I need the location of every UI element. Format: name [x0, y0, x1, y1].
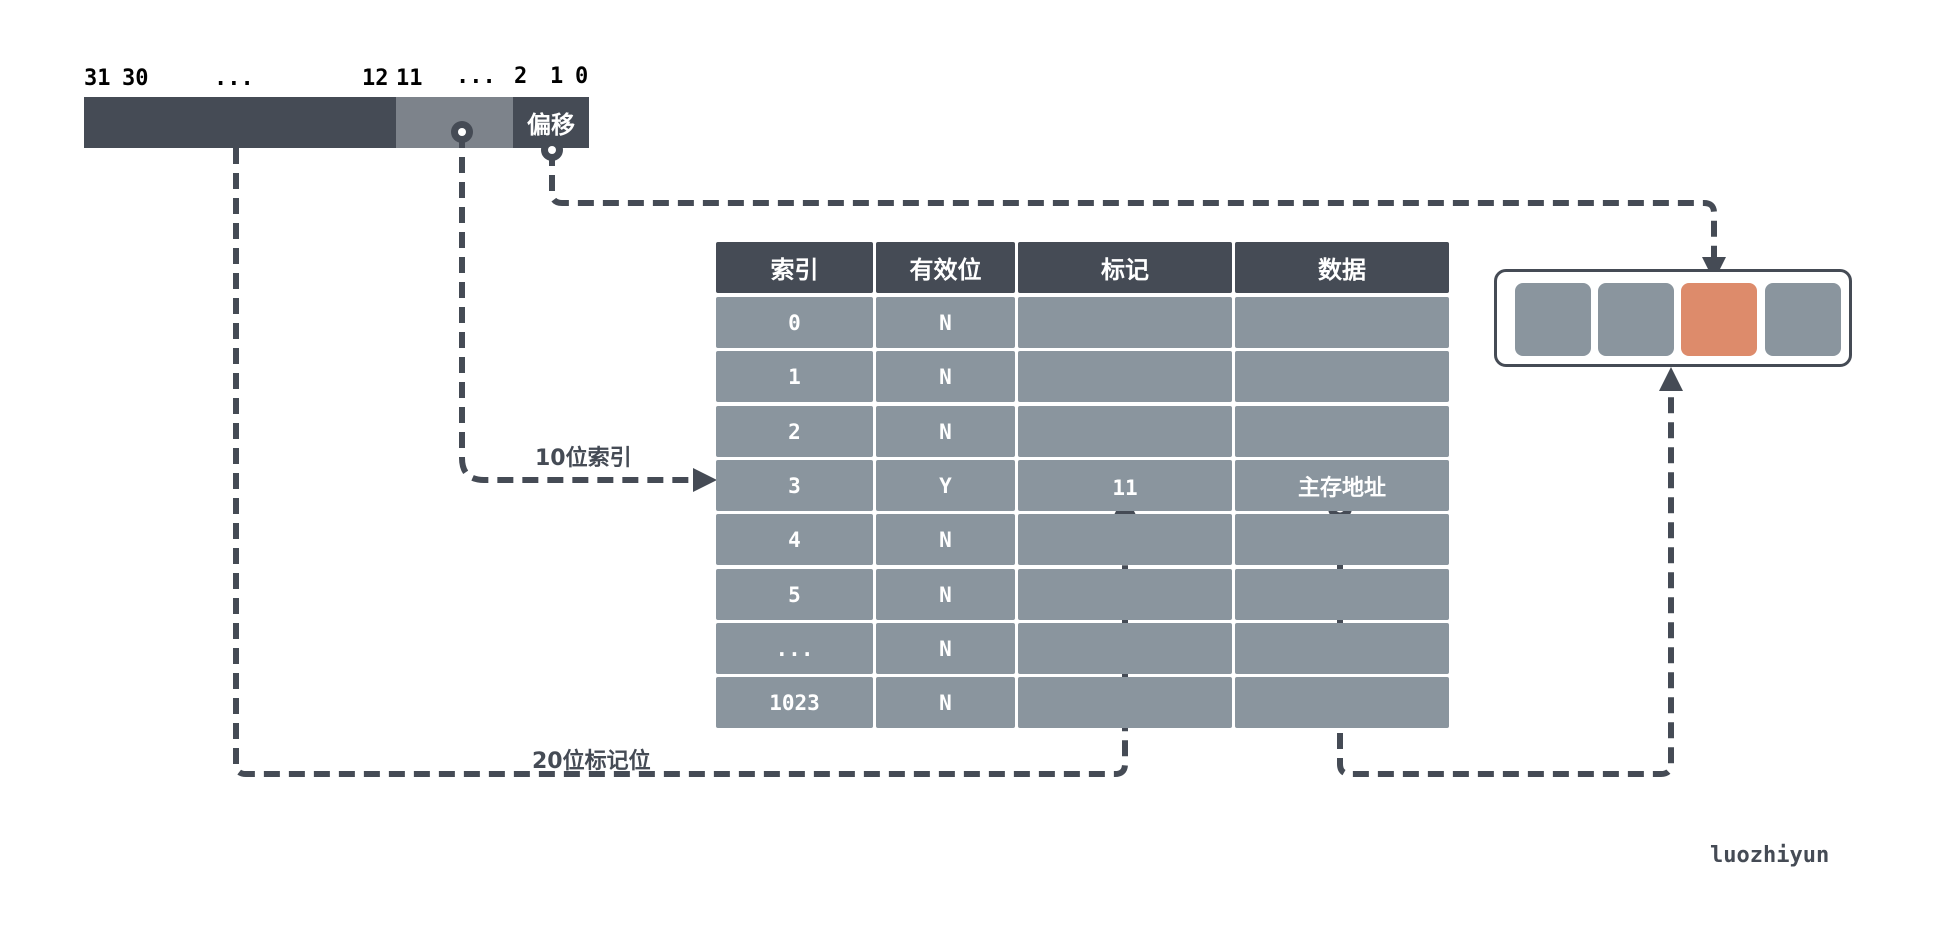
table-cell-index: 5 [716, 569, 873, 620]
table-cell-index: 1 [716, 351, 873, 402]
memory-block-cell [1598, 283, 1674, 356]
data-arrow [1337, 367, 1683, 777]
table-cell-index: 0 [716, 297, 873, 348]
offset-arrow [549, 150, 1726, 281]
table-cell-index: ... [716, 623, 873, 674]
bit-label-11: 11 [396, 66, 423, 91]
header-index: 索引 [716, 242, 873, 293]
table-cell-data [1235, 623, 1449, 674]
table-cell-data [1235, 406, 1449, 457]
table-cell-valid: N [876, 514, 1015, 565]
header-valid: 有效位 [876, 242, 1015, 293]
table-cell-tag [1018, 514, 1232, 565]
table-cell-index: 4 [716, 514, 873, 565]
table-cell-data [1235, 569, 1449, 620]
table-cell-valid: N [876, 406, 1015, 457]
table-cell-valid: N [876, 623, 1015, 674]
table-cell-valid: N [876, 351, 1015, 402]
table-cell-valid: N [876, 569, 1015, 620]
table-cell-index: 2 [716, 406, 873, 457]
table-cell-tag: 11 [1018, 460, 1232, 511]
index-arrow [459, 132, 717, 492]
bit-label-dots-high: ... [214, 66, 254, 91]
memory-block-cell [1765, 283, 1841, 356]
tag-arrow [233, 148, 1137, 777]
table-cell-index: 1023 [716, 677, 873, 728]
header-data: 数据 [1235, 242, 1449, 293]
bit-label-31: 31 [84, 66, 111, 91]
table-cell-valid: N [876, 677, 1015, 728]
table-cell-tag [1018, 406, 1232, 457]
table-cell-tag [1018, 623, 1232, 674]
bit-label-2: 2 [514, 64, 528, 89]
offset-label: 偏移 [527, 111, 575, 139]
table-cell-tag [1018, 677, 1232, 728]
header-tag: 标记 [1018, 242, 1232, 293]
table-cell-data [1235, 677, 1449, 728]
table-cell-valid: Y [876, 460, 1015, 511]
table-cell-data: 主存地址 [1235, 460, 1449, 511]
table-cell-tag [1018, 351, 1232, 402]
watermark: luozhiyun [1710, 843, 1830, 868]
memory-block-cell-selected [1681, 283, 1757, 356]
bit-label-30: 30 [122, 66, 149, 91]
memory-block [1494, 269, 1852, 367]
table-cell-data [1235, 514, 1449, 565]
table-cell-data [1235, 297, 1449, 348]
address-tag-field [84, 97, 396, 148]
tag-bits-annotation: 20位标记位 [532, 749, 651, 774]
memory-block-cell [1515, 283, 1591, 356]
bit-label-dots-mid: ... [456, 64, 496, 89]
table-cell-data [1235, 351, 1449, 402]
table-cell-valid: N [876, 297, 1015, 348]
bit-label-0: 0 [575, 64, 589, 89]
bit-label-1: 1 [550, 64, 564, 89]
table-cell-tag [1018, 297, 1232, 348]
index-bits-annotation: 10位索引 [535, 446, 632, 471]
table-cell-tag [1018, 569, 1232, 620]
bit-label-12: 12 [362, 66, 389, 91]
table-cell-index: 3 [716, 460, 873, 511]
